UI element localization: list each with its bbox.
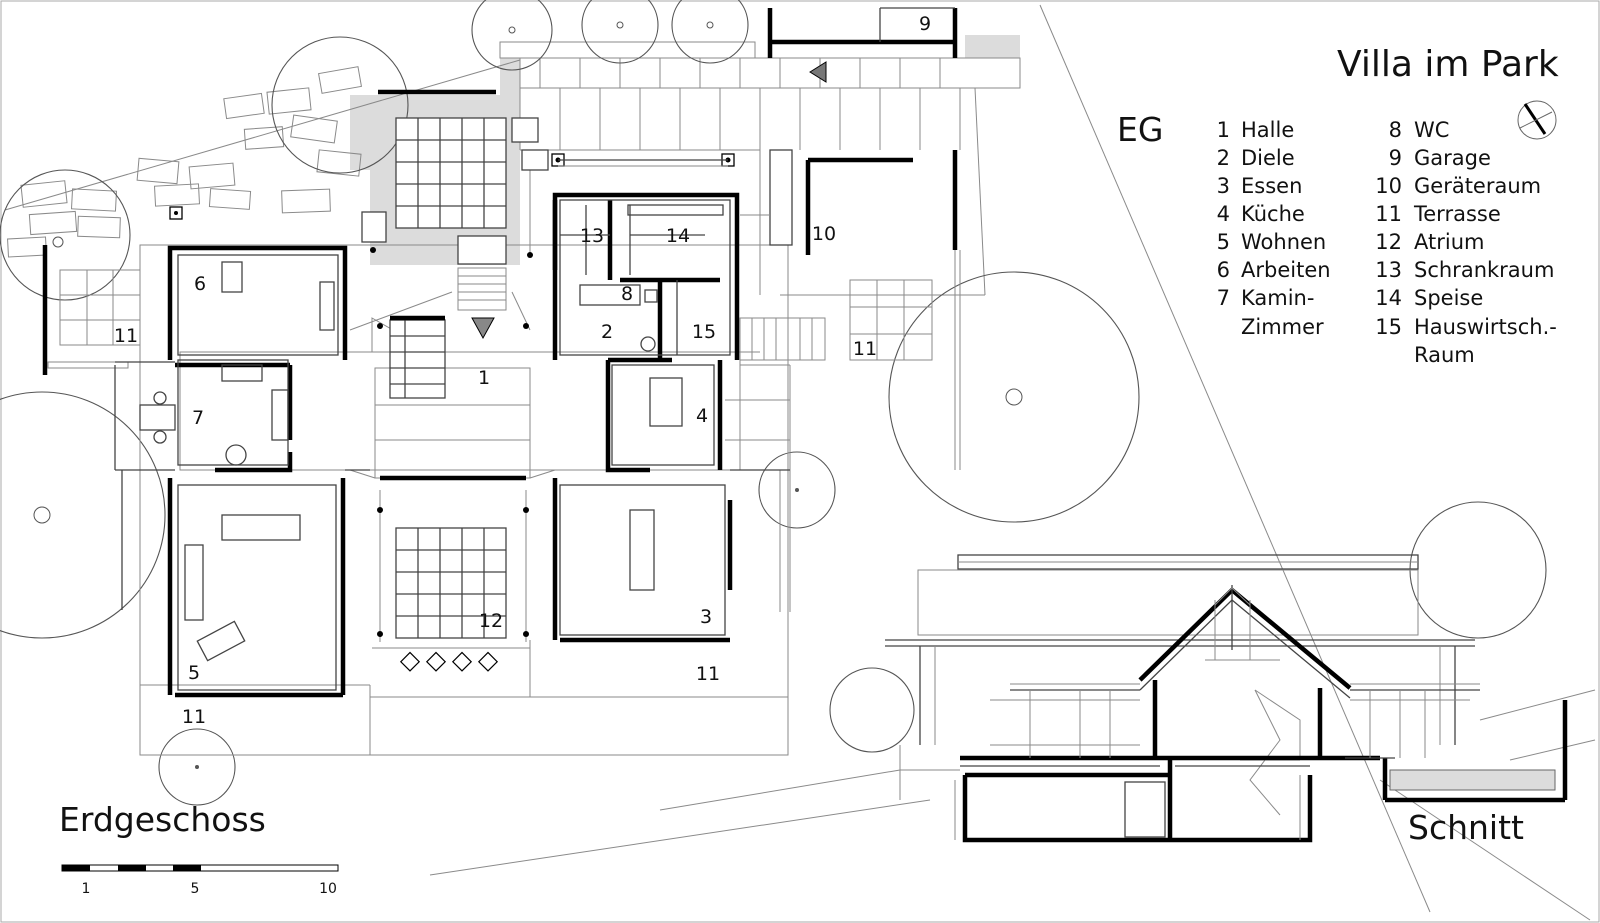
legend-num: 14	[1375, 286, 1402, 310]
section-drawing	[885, 554, 1568, 843]
legend-name: Kamin-	[1241, 286, 1314, 310]
legend-name: WC	[1414, 118, 1449, 142]
legend-num: 6	[1217, 258, 1230, 282]
legend-name: Schrankraum	[1414, 258, 1554, 282]
room-label-8: 8	[621, 283, 633, 305]
room-label-9: 9	[919, 13, 931, 35]
page-title: Villa im Park	[1337, 44, 1559, 85]
legend-num: 11	[1375, 202, 1402, 226]
room-label-14: 14	[666, 225, 690, 247]
legend-name: Atrium	[1414, 230, 1484, 254]
section-label: Schnitt	[1408, 808, 1524, 847]
legend-num: 9	[1389, 146, 1402, 170]
floor-code: EG	[1117, 110, 1163, 149]
legend-name: Küche	[1241, 202, 1305, 226]
legend-name: Diele	[1241, 146, 1295, 170]
room-label-7: 7	[192, 407, 204, 429]
room-label-5: 5	[188, 662, 200, 684]
room-label-11-south: 11	[182, 706, 206, 728]
legend-name: Essen	[1241, 174, 1302, 198]
room-label-15: 15	[692, 321, 716, 343]
legend-name: Raum	[1414, 343, 1475, 367]
room-labels: 1 2 3 4 5 6 7 8 9 10 11 11 11 11 12 13 1…	[114, 13, 931, 728]
room-label-2: 2	[601, 321, 613, 343]
entrance-arrow-icon	[809, 61, 827, 83]
legend-num: 2	[1217, 146, 1230, 170]
legend: 1 Halle 2 Diele 3 Essen 4 Küche 5 Wohnen…	[1217, 118, 1557, 367]
floor-plan	[42, 89, 961, 756]
room-label-12: 12	[479, 610, 503, 632]
scale-label-5: 5	[191, 881, 200, 897]
legend-num: 15	[1375, 315, 1402, 339]
scale-label-1: 1	[82, 881, 91, 897]
room-label-13: 13	[580, 225, 604, 247]
legend-name: Zimmer	[1241, 315, 1324, 339]
legend-num: 10	[1375, 174, 1402, 198]
north-arrow-icon	[1517, 100, 1557, 140]
room-label-3: 3	[700, 606, 712, 628]
legend-name: Terrasse	[1413, 202, 1501, 226]
legend-name: Arbeiten	[1241, 258, 1331, 282]
legend-num: 12	[1375, 230, 1402, 254]
legend-col1: 1 Halle 2 Diele 3 Essen 4 Küche 5 Wohnen…	[1217, 118, 1331, 339]
legend-col2: 8 WC 9 Garage 10 Geräteraum 11 Terrasse …	[1375, 118, 1557, 367]
legend-name: Garage	[1414, 146, 1491, 170]
legend-num: 8	[1389, 118, 1402, 142]
legend-num: 5	[1217, 230, 1230, 254]
room-label-11-left: 11	[114, 325, 138, 347]
room-label-1: 1	[478, 367, 490, 389]
legend-name: Halle	[1241, 118, 1294, 142]
legend-num: 13	[1375, 258, 1402, 282]
scale-label-10: 10	[319, 881, 337, 897]
legend-name: Wohnen	[1241, 230, 1326, 254]
legend-num: 1	[1217, 118, 1230, 142]
legend-name: Hauswirtsch.-	[1414, 315, 1557, 339]
room-label-11-bottom: 11	[696, 663, 720, 685]
legend-num: 4	[1217, 202, 1230, 226]
room-label-6: 6	[194, 273, 206, 295]
room-label-11-right: 11	[853, 338, 877, 360]
scale-bar: 1 5 10	[61, 864, 339, 897]
legend-name: Speise	[1414, 286, 1483, 310]
room-label-10: 10	[812, 223, 836, 245]
legend-num: 7	[1217, 286, 1230, 310]
plan-label: Erdgeschoss	[59, 800, 266, 839]
room-label-4: 4	[696, 405, 708, 427]
legend-name: Geräteraum	[1414, 174, 1541, 198]
legend-num: 3	[1217, 174, 1230, 198]
